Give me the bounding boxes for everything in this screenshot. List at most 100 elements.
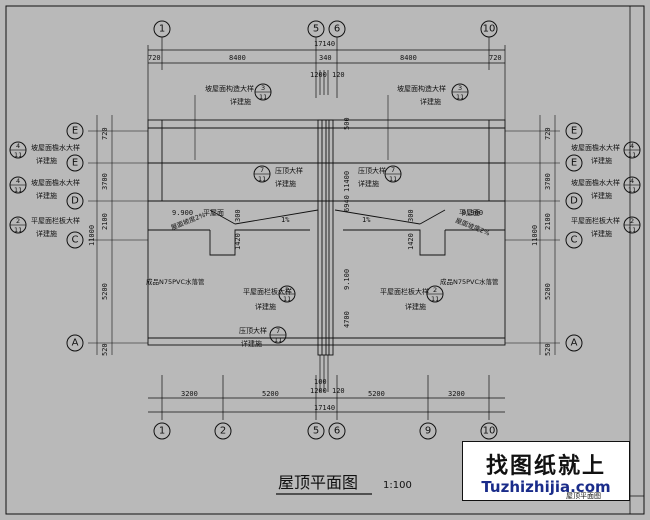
right-axis-bubbles: E E D C A	[565, 122, 583, 352]
dim-text: 1200	[310, 71, 327, 79]
bottom-dimension-lines	[148, 355, 505, 420]
annotation-text: 详建施	[420, 97, 441, 106]
annotation-text: 平屋面栏板大样	[31, 216, 80, 225]
watermark-logo: 找图纸就上 Tuzhizhijia.com	[462, 441, 630, 501]
axis-label: 1	[159, 24, 165, 35]
dim-text: 17140	[314, 40, 335, 48]
dim-text: 4700	[343, 311, 351, 328]
axis-label: E	[571, 158, 577, 169]
detail-ref-num: 2	[433, 286, 437, 294]
detail-ref-sheet: 11	[628, 186, 636, 194]
dim-text: 5200	[262, 390, 279, 398]
dim-text: 720	[148, 54, 161, 62]
detail-ref-sheet: 11	[456, 93, 464, 101]
axis-label: 9	[425, 426, 431, 437]
left-axis-bubbles: E E D C A	[66, 122, 84, 352]
annotation-text: 坡屋面檐水大样	[31, 143, 80, 152]
annotation-text: 详建施	[36, 229, 57, 238]
drawing-scale: 1:100	[383, 480, 412, 491]
dim-text: 500	[343, 117, 351, 130]
detail-ref-num: 4	[630, 177, 634, 185]
detail-ref-num: 3	[261, 84, 265, 92]
watermark-en: Tuzhizhijia.com	[481, 478, 611, 496]
axis-label: E	[72, 158, 78, 169]
right-dimensions: 720 3700 2100 5200 520 11000	[531, 127, 552, 356]
drain-annotations: 成品N75PVC水落管 成品N75PVC水落管 平屋面栏板大样 详建施 2 11…	[146, 277, 499, 348]
right-detail-annotations: 4 11 坡屋面檐水大样 详建施 4 11 坡屋面檐水大样 详建施 2 11 平…	[571, 141, 641, 238]
elevation-mark: 9.900	[462, 209, 483, 217]
detail-ref-sheet: 11	[431, 295, 439, 303]
annotation-text: 坡屋面檐水大样	[571, 178, 620, 187]
annotation-text: 详建施	[358, 179, 379, 188]
dim-text: 120	[332, 71, 345, 79]
annotation-text: 成品N75PVC水落管	[146, 277, 205, 286]
dim-text: 340	[319, 54, 332, 62]
detail-ref-sheet: 11	[628, 151, 636, 159]
detail-ref-num: 4	[16, 142, 20, 150]
annotation-text: 平屋面栏板大样	[380, 287, 429, 296]
elevation-mark: 9.900	[172, 209, 193, 217]
dim-text: 720	[544, 127, 552, 140]
axis-label: 6	[334, 24, 340, 35]
dim-text: 3200	[181, 390, 198, 398]
axis-label: A	[72, 338, 79, 349]
dim-text: 3700	[101, 173, 109, 190]
detail-ref-sheet: 11	[14, 151, 22, 159]
detail-ref-num: 2	[630, 217, 634, 225]
dim-text: 120	[332, 387, 345, 395]
building-outline	[147, 119, 506, 356]
dim-text: 5200	[368, 390, 385, 398]
annotation-text: 详建施	[230, 97, 251, 106]
axis-label: D	[71, 196, 79, 207]
axis-label: 10	[483, 426, 496, 437]
annotation-text: 坡屋面檐水大样	[571, 143, 620, 152]
annotation-text: 坡屋面构造大样	[397, 84, 446, 93]
dim-text: 2100	[544, 213, 552, 230]
annotation-text: 详建施	[241, 339, 262, 348]
annotation-text: 压顶大样	[358, 166, 386, 175]
dim-text: 3700	[544, 173, 552, 190]
annotation-text: 详建施	[36, 156, 57, 165]
detail-ref-sheet: 11	[258, 175, 266, 183]
detail-ref-num: 7	[391, 166, 395, 174]
annotation-text: 详建施	[405, 302, 426, 311]
axis-label: C	[571, 235, 578, 246]
dim-text: 720	[101, 127, 109, 140]
dim-text: 1%	[362, 216, 371, 224]
detail-ref-sheet: 11	[14, 226, 22, 234]
dim-text: 1200	[310, 387, 327, 395]
detail-ref-sheet: 11	[283, 295, 291, 303]
annotation-text: 详建施	[275, 179, 296, 188]
dim-text: 520	[101, 343, 109, 356]
detail-ref-sheet: 11	[259, 93, 267, 101]
annotation-text: 详建施	[255, 302, 276, 311]
dim-text: 11000	[88, 225, 96, 246]
dim-text: 1420	[407, 233, 415, 250]
top-dimension-lines	[147, 37, 506, 120]
sheet-border	[5, 5, 645, 515]
watermark-cn: 找图纸就上	[485, 454, 606, 479]
dim-text: 520	[544, 343, 552, 356]
dim-text: 8400	[229, 54, 246, 62]
annotation-text: 详建施	[591, 191, 612, 200]
detail-ref-num: 7	[276, 327, 280, 335]
annotation-text: 详建施	[36, 191, 57, 200]
dim-text: 6940	[343, 195, 351, 212]
axis-label: C	[72, 235, 79, 246]
detail-ref-sheet: 11	[14, 186, 22, 194]
dim-text: 5200	[101, 283, 109, 300]
axis-label: 1	[159, 426, 165, 437]
top-axis-bubbles: 1 5 6 10	[153, 20, 498, 38]
slope-note: 屋面坡度2%	[454, 216, 491, 238]
axis-label: 5	[313, 426, 319, 437]
axis-label: E	[571, 126, 577, 137]
drawing-title: 屋顶平面图	[278, 473, 358, 492]
dim-text: 11000	[531, 225, 539, 246]
dim-text: 300	[234, 209, 242, 222]
annotation-text: 坡屋面构造大样	[205, 84, 254, 93]
left-detail-annotations: 4 11 坡屋面檐水大样 详建施 4 11 坡屋面檐水大样 详建施 2 11 平…	[9, 141, 80, 238]
detail-ref-sheet: 11	[628, 226, 636, 234]
detail-ref-num: 7	[260, 166, 264, 174]
dim-text: 5200	[544, 283, 552, 300]
